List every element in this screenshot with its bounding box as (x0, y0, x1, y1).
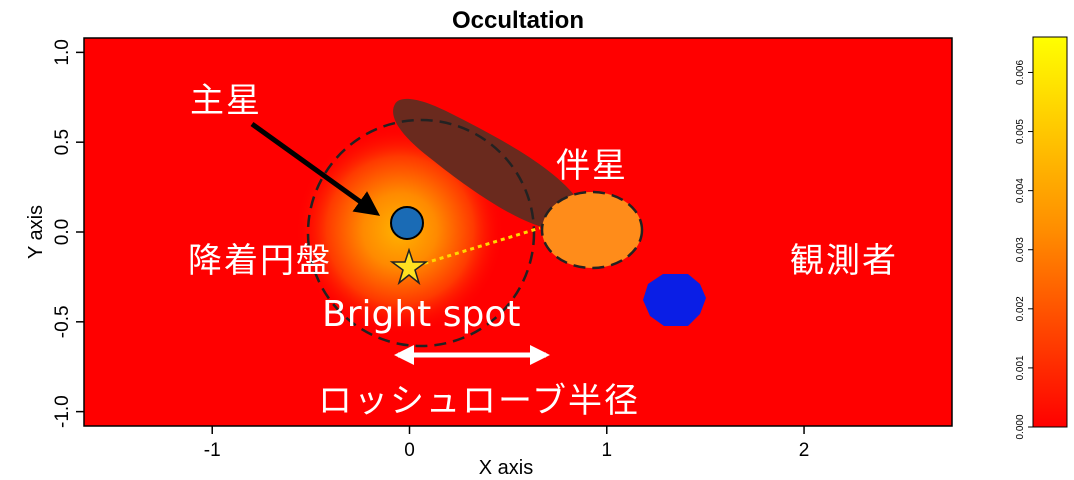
colorbar-gradient (1032, 36, 1068, 428)
colorbar-tick-label: 0.006 (1015, 60, 1026, 85)
roche-radius-label: ロッシュローブ半径 (318, 381, 640, 421)
colorbar: 0.000 0.001 0.002 0.003 0.004 0.005 0.006 (1015, 36, 1068, 440)
observer-disk (643, 274, 706, 326)
x-tick-label: -1 (204, 440, 221, 461)
x-axis-label: X axis (479, 457, 533, 479)
bright-spot-star-marker (389, 247, 429, 286)
y-tick-label: -0.5 (52, 305, 73, 338)
primary-star-arrow (250, 121, 381, 216)
y-axis: -1.0 -0.5 0.0 0.5 1.0 (52, 39, 84, 428)
primary-star (390, 206, 424, 240)
companion-roche-outline (540, 190, 644, 270)
x-tick-label: 2 (799, 440, 810, 461)
colorbar-ticks: 0.000 0.001 0.002 0.003 0.004 0.005 0.006 (1015, 60, 1033, 440)
y-tick-label: 1.0 (52, 39, 73, 65)
colorbar-tick-label: 0.001 (1015, 355, 1026, 380)
colorbar-tick-label: 0.004 (1015, 178, 1026, 203)
accretion-disk-label: 降着円盤 (188, 241, 332, 281)
y-tick-label: 0.5 (52, 129, 73, 155)
companion-shadow (393, 98, 583, 231)
colorbar-tick-label: 0.000 (1015, 414, 1026, 439)
y-tick-label: 0.0 (52, 219, 73, 245)
y-axis-label: Y axis (25, 205, 47, 259)
line-of-centers (408, 226, 541, 270)
primary-star-label: 主星 (190, 81, 262, 121)
colorbar-tick-label: 0.003 (1015, 237, 1026, 262)
observer-label: 観測者 (790, 241, 898, 281)
y-tick-label: -1.0 (52, 395, 73, 428)
x-tick-label: 0 (404, 440, 415, 461)
companion-star (542, 192, 642, 268)
x-axis: -1 0 1 2 (204, 426, 810, 461)
colorbar-tick-label: 0.005 (1015, 119, 1026, 144)
plot-title: Occultation (452, 7, 584, 34)
x-tick-label: 1 (601, 440, 612, 461)
colorbar-tick-label: 0.002 (1015, 296, 1026, 321)
companion-star-label: 伴星 (556, 146, 628, 186)
bright-spot-label: Bright spot (322, 294, 520, 335)
